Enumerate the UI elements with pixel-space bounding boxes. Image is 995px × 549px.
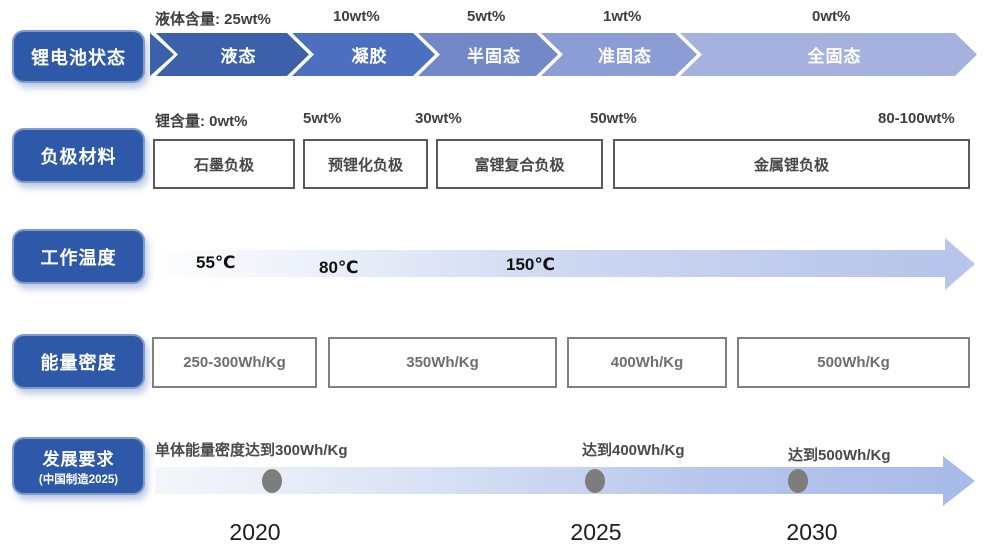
li-content-label-5: 5wt% [303,110,342,127]
anode-box-li-metal: 金属锂负极 [613,139,970,189]
temp-value-80: 80℃ [319,258,359,277]
row-label-development-requirements: 发展要求 (中国制造2025) [12,437,145,495]
row-label-operating-temperature-text: 工作温度 [40,247,117,268]
anode-box-li-rich-composite: 富锂复合负极 [436,139,603,189]
energy-box-400: 400Wh/Kg [567,337,727,388]
stage-all-solid: 全固态 [680,33,977,76]
anode-box-prelithiated-text: 预锂化负极 [327,156,403,174]
row-label-anode-material-text: 负极材料 [40,146,117,167]
milestone-300-text: 单体能量密度达到300Wh/Kg [155,442,348,459]
row-label-battery-state-text: 锂电池状态 [31,47,126,68]
row-label-energy-density-text: 能量密度 [40,352,117,373]
year-2020: 2020 [229,519,281,545]
anode-box-li-rich-composite-text: 富锂复合负极 [474,156,565,174]
li-content-label-50: 50wt% [590,110,637,127]
temp-value-55: 55℃ [196,253,236,272]
li-content-label-0: 锂含量: 0wt% [155,113,248,130]
energy-box-350: 350Wh/Kg [328,337,557,388]
year-2025: 2025 [570,519,622,545]
liquid-content-label-1: 1wt% [603,8,642,25]
energy-box-500: 500Wh/Kg [737,337,970,388]
stage-quasi-solid: 准固态 [541,33,697,76]
stage-semi-solid: 半固态 [418,33,558,76]
anode-box-graphite: 石墨负极 [153,139,295,189]
year-2030: 2030 [786,519,838,545]
row-label-energy-density: 能量密度 [12,334,145,389]
timeline-dot-2025-icon [585,469,605,493]
energy-box-400-text: 400Wh/Kg [610,354,684,371]
liquid-content-label-10: 10wt% [333,8,380,25]
anode-box-prelithiated: 预锂化负极 [303,139,428,189]
stage-gel: 凝胶 [292,33,435,76]
timeline-arrowhead-icon [943,456,975,506]
row-label-anode-material: 负极材料 [12,128,145,183]
stage-quasi-solid-text: 准固态 [598,47,652,66]
stage-semi-solid-text: 半固态 [467,47,521,66]
milestone-400-text: 达到400Wh/Kg [582,442,685,459]
temp-value-150: 150℃ [506,255,555,274]
timeline-dot-2020-icon [262,469,282,493]
energy-box-250-300-text: 250-300Wh/Kg [183,354,286,371]
timeline-gradient-arrow [155,467,945,494]
li-content-label-30: 30wt% [415,110,462,127]
timeline-dot-2030-icon [788,469,808,493]
row-label-operating-temperature: 工作温度 [12,229,145,284]
stage-liquid: 液态 [156,33,309,76]
energy-box-250-300: 250-300Wh/Kg [152,337,317,388]
liquid-content-label-0: 0wt% [812,8,851,25]
row-label-made-in-china-text: (中国制造2025) [38,474,119,486]
temperature-gradient-arrow [153,250,947,277]
stage-all-solid-text: 全固态 [807,47,862,66]
anode-box-li-metal-text: 金属锂负极 [753,156,829,174]
stage-gel-text: 凝胶 [351,47,388,66]
stage-liquid-text: 液态 [220,47,257,66]
milestone-500-text: 达到500Wh/Kg [788,447,891,464]
row-label-battery-state: 锂电池状态 [12,30,145,83]
row-label-development-requirements-text: 发展要求 [42,450,115,469]
anode-box-graphite-text: 石墨负极 [193,156,254,174]
li-content-label-80-100: 80-100wt% [878,110,955,127]
liquid-content-label-5: 5wt% [467,8,506,25]
energy-box-350-text: 350Wh/Kg [406,354,479,371]
liquid-content-label-25: 液体含量: 25wt% [155,11,271,28]
temperature-arrowhead-icon [945,238,975,290]
energy-box-500-text: 500Wh/Kg [817,354,890,371]
